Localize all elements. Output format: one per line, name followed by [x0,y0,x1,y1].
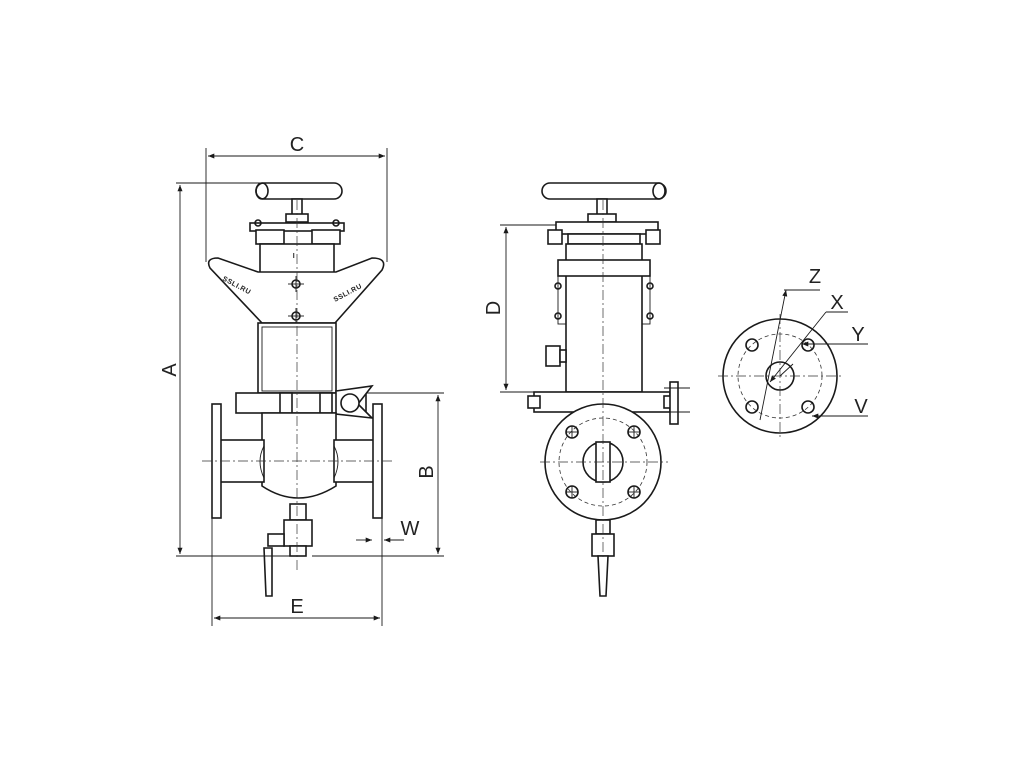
detail-y-label: Y [851,324,864,346]
t-handle [255,182,343,223]
detail-z-label: Z [809,266,821,288]
dimension-c: C [205,134,388,262]
side-view [527,182,690,597]
top-fittings: I [249,219,345,275]
dimension-c-label: C [290,134,304,156]
drain-valve [263,503,313,597]
dimension-d: D [483,224,556,393]
dimension-b: B [312,392,444,557]
dimension-a: A [159,182,290,557]
dimension-w-label: W [401,518,420,540]
flange-detail: Z X Y V [718,266,868,438]
dimension-w: W [356,518,420,543]
dimension-d-label: D [483,301,505,315]
front-view: I SSLI.RU SSLI.RU [202,182,392,597]
detail-x-label: X [830,292,843,314]
dimension-a-label: A [159,363,181,377]
dimension-b-label: B [416,465,438,478]
gauge [545,345,561,367]
detail-v-label: V [854,396,868,418]
dimension-e: E [211,518,383,626]
yoke: SSLI.RU SSLI.RU [207,257,385,324]
marker-label: I [293,253,295,260]
wing-nut [335,384,375,420]
dimension-e-label: E [290,596,303,618]
